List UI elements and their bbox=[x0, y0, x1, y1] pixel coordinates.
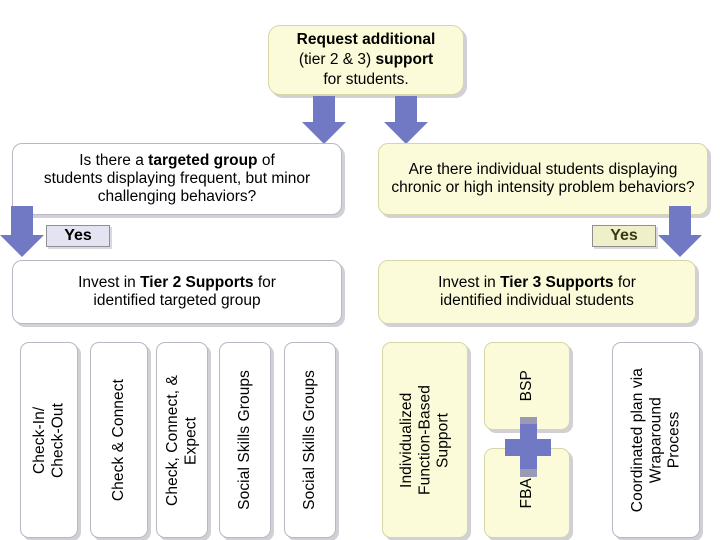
arrow-head bbox=[302, 122, 346, 144]
invest-left-part1: Invest in bbox=[78, 273, 141, 291]
arrow-shaft bbox=[313, 96, 335, 123]
arrow-head bbox=[384, 122, 428, 144]
arrow-head bbox=[0, 235, 44, 257]
q-left-rest: students displaying frequent, but minor … bbox=[43, 169, 311, 206]
invest-right-part1: Invest in bbox=[438, 273, 501, 291]
invest-left-part2: for bbox=[253, 273, 276, 291]
plus-vertical-bar bbox=[520, 424, 537, 470]
arrow-down-to-individual-question bbox=[384, 96, 428, 144]
invest-left-bold: Tier 2 Supports bbox=[140, 273, 254, 291]
strategy-box-social-skills-groups-2: Social Skills Groups bbox=[284, 342, 336, 538]
arrow-head bbox=[658, 235, 702, 257]
request-line2-prefix: (tier 2 & 3) bbox=[298, 51, 376, 69]
yes-label-right: Yes bbox=[592, 225, 656, 247]
strategy-box-coordinated-plan-wraparound: Coordinated plan via Wraparound Process bbox=[612, 342, 700, 538]
strategy-label: Individualized Function-Based Support bbox=[397, 385, 452, 495]
strategy-label: FBA bbox=[517, 477, 535, 509]
strategy-label: Social Skills Groups bbox=[300, 370, 318, 510]
q-left-part1: Is there a bbox=[79, 151, 149, 169]
arrow-down-to-tier2-invest bbox=[0, 206, 44, 260]
connector-stub-bottom bbox=[520, 469, 537, 477]
strategy-label: Social Skills Groups bbox=[235, 370, 253, 510]
arrow-shaft bbox=[669, 206, 691, 236]
strategy-label: Check-In/ Check-Out bbox=[30, 402, 66, 478]
strategy-label: Check, Connect, & Expect bbox=[163, 374, 199, 506]
question-box-individual-students: Are there individual students displaying… bbox=[378, 143, 708, 215]
question-right-text: Are there individual students displaying… bbox=[391, 160, 695, 196]
strategy-box-check-and-connect: Check & Connect bbox=[90, 342, 148, 538]
connector-stub-top bbox=[520, 417, 537, 425]
strategy-label: Coordinated plan via Wraparound Process bbox=[628, 367, 683, 513]
q-left-bold: targeted group bbox=[148, 151, 258, 169]
arrow-shaft bbox=[11, 206, 33, 236]
arrow-down-to-tier3-invest bbox=[658, 206, 702, 260]
strategy-box-check-connect-expect: Check, Connect, & Expect bbox=[156, 342, 208, 538]
yes-left-text: Yes bbox=[64, 227, 92, 244]
strategy-label: Check & Connect bbox=[109, 378, 127, 502]
strategy-box-individualized-function-based-support: Individualized Function-Based Support bbox=[382, 342, 468, 538]
strategy-box-check-in-check-out: Check-In/ Check-Out bbox=[20, 342, 78, 538]
invest-right-rest: identified individual students bbox=[440, 292, 634, 309]
arrow-shaft bbox=[395, 96, 417, 123]
strategy-box-bsp: BSP bbox=[484, 342, 570, 430]
invest-right-bold: Tier 3 Supports bbox=[500, 273, 614, 291]
request-line2-bold: support bbox=[375, 51, 434, 69]
invest-right-part2: for bbox=[613, 273, 636, 291]
q-left-part2: of bbox=[257, 151, 275, 169]
invest-left-rest: identified targeted group bbox=[93, 292, 261, 309]
request-line3: for students. bbox=[323, 70, 409, 88]
yes-label-left: Yes bbox=[46, 225, 110, 247]
request-line1: Request additional bbox=[296, 31, 436, 49]
strategy-label: BSP bbox=[517, 370, 535, 402]
plus-connector-icon bbox=[505, 417, 551, 477]
yes-right-text: Yes bbox=[610, 227, 638, 244]
arrow-down-to-targeted-question bbox=[302, 96, 346, 144]
strategy-box-social-skills-groups-1: Social Skills Groups bbox=[219, 342, 271, 538]
